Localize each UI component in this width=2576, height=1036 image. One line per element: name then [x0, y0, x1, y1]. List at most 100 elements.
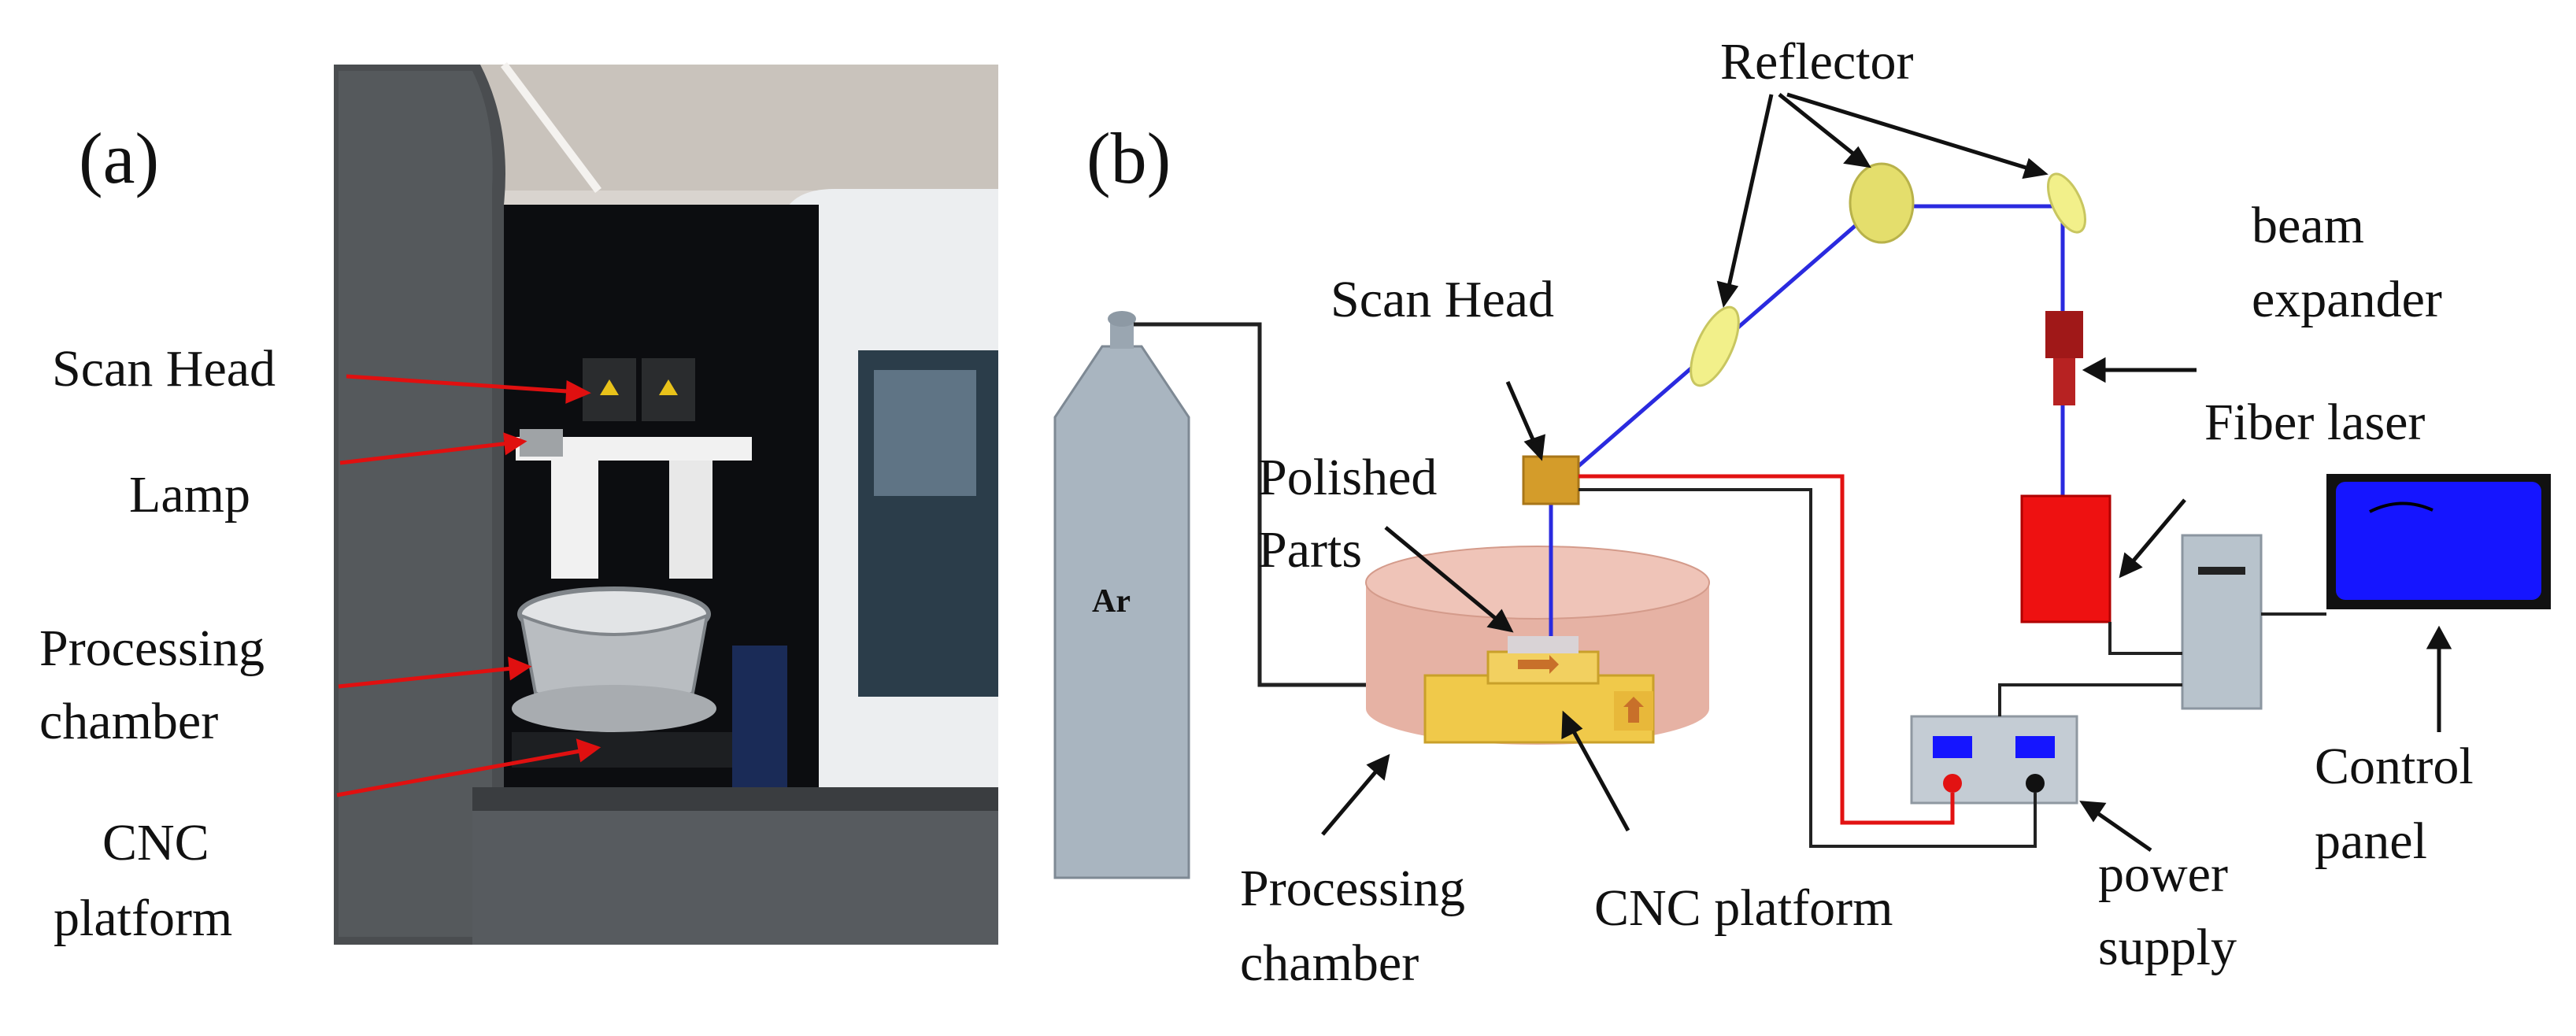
label-polished-line1: Polished	[1258, 449, 1437, 506]
power-terminal-positive	[1943, 774, 1962, 793]
gantry-leg-left	[551, 461, 598, 579]
pointer-polished-parts	[1384, 526, 1501, 623]
lamp-fixture	[520, 429, 563, 457]
cable-supply-to-tower	[1998, 683, 2182, 716]
label-argon: Ar	[1092, 583, 1131, 620]
expander-top	[2045, 311, 2083, 358]
pointerhead-reflector-3	[2022, 157, 2049, 179]
gas-line	[1134, 322, 1366, 687]
x-axis-arrow	[1518, 655, 1559, 674]
cylinder-body	[1053, 345, 1190, 879]
panel-a: (a)	[39, 62, 998, 947]
pointerhead-reflector-1	[1716, 280, 1739, 308]
arrowhead-cnc-platform	[576, 738, 601, 763]
beam-expander	[2045, 311, 2083, 405]
pointerhead-cnc-platform	[1561, 710, 1583, 740]
cnc-platform-plate	[512, 732, 748, 768]
power-supply-body	[1910, 715, 2078, 805]
pointer-reflector-3	[1786, 92, 2032, 172]
panel-b: (b) Ar	[1053, 33, 2551, 992]
panel-b-pointers	[1321, 92, 2452, 853]
chamber-top	[1365, 546, 1710, 620]
pointer-processing-chamber	[1321, 766, 1381, 836]
reflector-3	[2047, 172, 2086, 234]
ceiling-light	[501, 62, 601, 193]
power-terminal-negative	[2026, 774, 2045, 793]
arrow-scan-head	[346, 374, 579, 394]
arrow-processing-chamber	[338, 665, 520, 689]
blue-rail	[732, 646, 787, 787]
label-beam-line2: expander	[2252, 271, 2442, 328]
pointerhead-beam-expander	[2082, 357, 2106, 383]
cabinet-edge	[472, 787, 998, 811]
label-a-cnc-line1: CNC	[102, 814, 209, 871]
label-b-cnc-platform: CNC platform	[1594, 879, 1893, 937]
cable-laser-to-tower	[2108, 622, 2182, 655]
controller-tower	[2181, 534, 2263, 710]
label-power-line1: power	[2098, 845, 2228, 903]
power-display-right	[2015, 736, 2055, 758]
panel-a-arrows	[336, 374, 601, 797]
reflector-1	[1690, 305, 1740, 387]
label-power-line2: supply	[2098, 919, 2237, 976]
pointerhead-scan-head	[1523, 434, 1545, 461]
argon-cylinder: Ar	[1053, 311, 1190, 879]
door-shading	[339, 71, 493, 937]
bowl-base	[512, 685, 716, 732]
y-axis-arrow	[1623, 697, 1644, 723]
power-supply	[1910, 715, 2078, 805]
pointer-cnc-platform	[1568, 724, 1630, 832]
label-a-scan-head: Scan Head	[52, 340, 276, 398]
pointer-scan-head	[1505, 380, 1538, 446]
screen-mark	[2369, 501, 2434, 513]
label-polished-line2: Parts	[1258, 521, 1362, 579]
label-a-processing-line2: chamber	[39, 693, 218, 750]
fiber-laser-box	[2020, 494, 2112, 623]
pointerhead-reflector-2	[1843, 146, 1871, 168]
panel-b-tag: (b)	[1086, 118, 1171, 198]
scan-head-block	[1522, 455, 1580, 505]
pointerhead-processing-chamber	[1366, 753, 1390, 781]
tower-slot	[2198, 567, 2245, 575]
window-reflection	[874, 370, 976, 496]
cabinet-lower	[472, 787, 998, 945]
pointerhead-fiber-laser	[2119, 552, 2143, 579]
pointerhead-control-panel	[2426, 625, 2452, 649]
monitor-screen	[2336, 482, 2541, 600]
power-display-left	[1933, 736, 1972, 758]
polished-part	[1508, 636, 1579, 653]
pointer-reflector-2	[1778, 93, 1860, 159]
pointerhead-power-supply	[2079, 801, 2107, 823]
label-beam-line1: beam	[2252, 197, 2364, 254]
arrow-lamp	[339, 440, 516, 465]
machine-photo	[334, 62, 998, 945]
panel-a-tag: (a)	[79, 118, 159, 198]
arrowhead-lamp	[503, 432, 527, 456]
arrow-cnc-platform	[336, 747, 590, 797]
label-b-processing-line2: chamber	[1240, 934, 1419, 992]
gantry-leg-right	[669, 461, 712, 579]
pointer-fiber-laser	[2128, 498, 2186, 567]
warning-label-left	[600, 379, 619, 395]
label-b-processing-line1: Processing	[1240, 860, 1465, 917]
pointer-reflector-1	[1726, 94, 1774, 290]
pointer-power-supply	[2093, 808, 2152, 853]
tower-body	[2181, 534, 2263, 710]
label-a-lamp: Lamp	[129, 466, 250, 524]
cnc-platform	[1423, 636, 1655, 744]
cylinder-cap	[1108, 311, 1136, 327]
pointerhead-polished-parts	[1486, 609, 1514, 633]
label-reflector: Reflector	[1720, 33, 1914, 91]
label-control-line2: panel	[2315, 812, 2427, 870]
label-a-cnc-line2: platform	[54, 890, 232, 947]
label-a-processing-line1: Processing	[39, 620, 265, 677]
power-cable-red	[1579, 474, 1955, 825]
label-b-scan-head: Scan Head	[1331, 271, 1554, 328]
expander-tube	[2053, 358, 2075, 405]
label-control-line1: Control	[2315, 738, 2474, 795]
arrowhead-scan-head	[565, 379, 591, 404]
reflector-2	[1849, 162, 1915, 244]
warning-label-right	[659, 379, 678, 395]
arrowhead-processing-chamber	[508, 657, 532, 681]
